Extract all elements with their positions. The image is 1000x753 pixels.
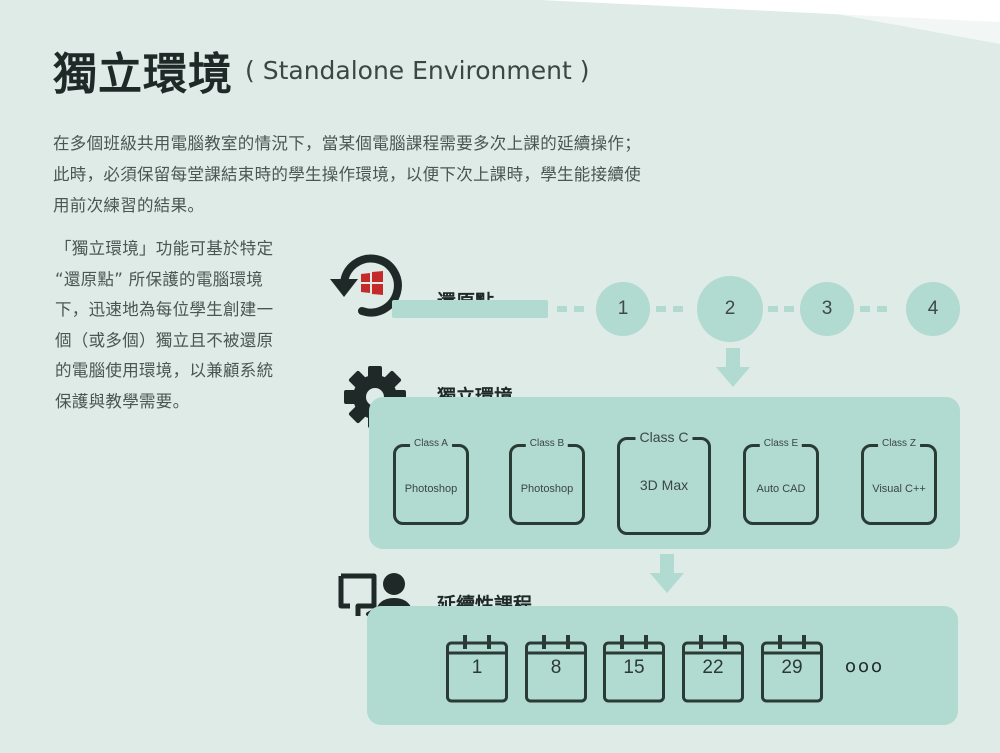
- restore-point-3: 3: [800, 282, 854, 336]
- class-card-selected: Class C 3D Max: [617, 429, 711, 535]
- standalone-panel: Class A Photoshop Class B Photoshop Clas…: [369, 397, 960, 549]
- side-line: “還原點” 所保護的電腦環境: [55, 269, 264, 289]
- calendar-date: 15: [623, 657, 645, 678]
- calendar-icon: [525, 635, 587, 703]
- class-app: Auto CAD: [756, 483, 806, 495]
- calendar-date: 22: [702, 657, 724, 678]
- class-card: Class B Photoshop: [509, 438, 585, 525]
- calendar-date: 29: [781, 657, 803, 678]
- side-line: 個（或多個）獨立且不被還原: [55, 330, 274, 350]
- calendar-icon: [761, 635, 823, 703]
- class-app: Visual C++: [872, 483, 926, 495]
- windows-restore-icon: [330, 254, 402, 317]
- arrow-down-icon: [650, 554, 684, 593]
- intro-line: 用前次練習的結果。: [53, 196, 205, 215]
- calendar-icon: [603, 635, 665, 703]
- top-decorative-band: [540, 0, 1000, 44]
- dash: [860, 306, 870, 312]
- calendar-day: 29: [760, 631, 824, 705]
- class-card: Class E Auto CAD: [743, 438, 819, 525]
- restore-point-2: 2: [697, 276, 763, 342]
- more-dots: ooo: [845, 656, 885, 677]
- calendar-day: 1: [445, 631, 509, 705]
- class-name: Class C: [635, 429, 693, 445]
- side-line: 保護與教學需要。: [55, 391, 190, 411]
- class-app: 3D Max: [639, 477, 689, 493]
- class-app: Photoshop: [520, 483, 574, 495]
- side-line: 「獨立環境」功能可基於特定: [55, 239, 274, 258]
- calendar-date: 1: [471, 657, 483, 678]
- side-line: 下，迅速地為每位學生創建一: [55, 300, 274, 319]
- dash: [877, 306, 887, 312]
- calendar-day: 15: [602, 631, 666, 705]
- calendar-day: 8: [524, 631, 588, 705]
- continuing-panel: 1 8 15 22: [367, 606, 958, 725]
- calendar-icon: [682, 635, 744, 703]
- class-card: Class Z Visual C++: [861, 438, 937, 525]
- restore-point-1: 1: [596, 282, 650, 336]
- dash: [673, 306, 683, 312]
- intro-line: 此時，必須保留每堂課結束時的學生操作環境，以便下次上課時，學生能接續使: [53, 165, 641, 184]
- class-name: Class E: [759, 438, 803, 449]
- title-subtitle: ( Standalone Environment ): [245, 55, 590, 85]
- class-name: Class B: [525, 438, 569, 449]
- dash: [557, 306, 567, 312]
- page-title: 獨立環境 ( Standalone Environment ): [53, 38, 589, 102]
- class-card: Class A Photoshop: [393, 438, 469, 525]
- side-paragraph: 「獨立環境」功能可基於特定 “還原點” 所保護的電腦環境 下，迅速地為每位學生創…: [55, 234, 305, 417]
- dash: [768, 306, 778, 312]
- restore-point-bar: [392, 300, 548, 318]
- dash: [784, 306, 794, 312]
- title-main: 獨立環境: [53, 49, 233, 100]
- intro-line: 在多個班級共用電腦教室的情況下，當某個電腦課程需要多次上課的延續操作；: [53, 134, 641, 153]
- calendar-icon: [446, 635, 508, 703]
- restore-point-4: 4: [906, 282, 960, 336]
- dash: [656, 306, 666, 312]
- class-app: Photoshop: [404, 483, 458, 495]
- class-name: Class A: [410, 438, 452, 449]
- side-line: 的電腦使用環境，以兼顧系統: [55, 361, 274, 380]
- class-name: Class Z: [878, 438, 920, 449]
- dash: [574, 306, 584, 312]
- calendar-date: 8: [550, 657, 562, 678]
- calendar-day: 22: [681, 631, 745, 705]
- arrow-down-icon: [716, 348, 750, 387]
- intro-paragraph: 在多個班級共用電腦教室的情況下，當某個電腦課程需要多次上課的延續操作； 此時，必…: [53, 128, 753, 221]
